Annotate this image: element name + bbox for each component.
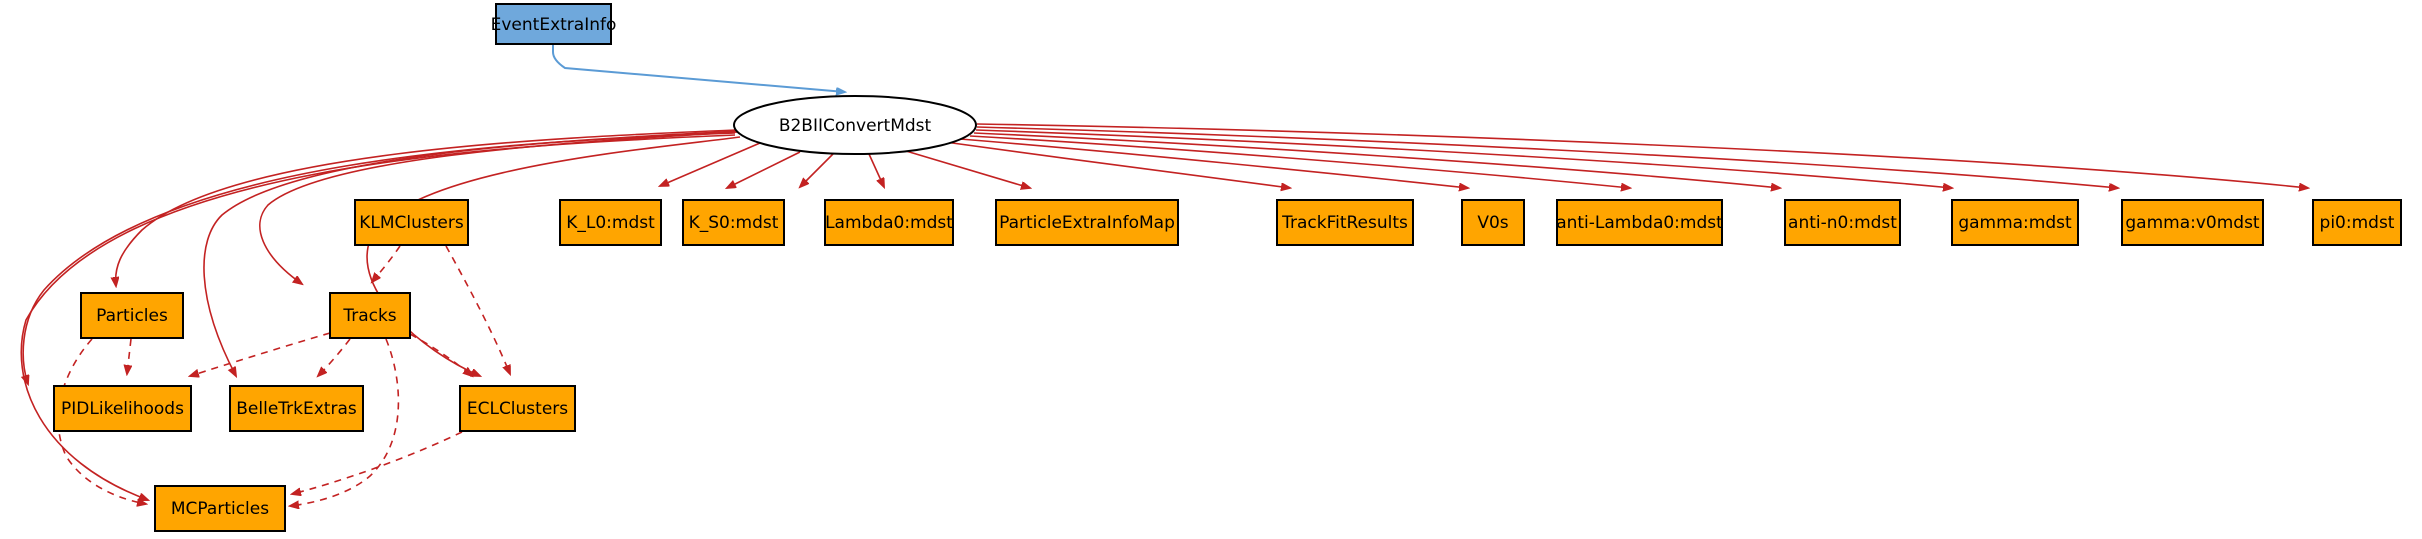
edge-b2bii-to-particles	[116, 129, 737, 286]
node-event-extra-info-box[interactable]	[495, 3, 612, 45]
edges-layer	[20, 45, 2308, 506]
node-tracks-box[interactable]	[329, 292, 411, 339]
edge-b2bii-to-klm-clusters	[660, 142, 761, 186]
node-gamma-v0mdst[interactable]: gamma:v0mdst	[2121, 199, 2264, 246]
node-gamma-mdst-box[interactable]	[1951, 199, 2079, 246]
node-anti-n0-mdst[interactable]: anti-n0:mdst	[1784, 199, 1901, 246]
node-b2bii-convert-mdst[interactable]: B2BIIConvertMdst	[733, 95, 977, 155]
node-pi0-mdst[interactable]: pi0:mdst	[2312, 199, 2402, 246]
node-ecl-clusters-box[interactable]	[459, 385, 576, 432]
node-gamma-v0mdst-box[interactable]	[2121, 199, 2264, 246]
node-anti-lambda0-mdst[interactable]: anti-Lambda0:mdst	[1556, 199, 1723, 246]
node-anti-lambda0-mdst-box[interactable]	[1556, 199, 1723, 246]
node-pid-likelihoods[interactable]: PIDLikelihoods	[53, 385, 192, 432]
node-v0s[interactable]: V0s	[1461, 199, 1525, 246]
edge-tracks-to-belle-trk-extras	[318, 338, 351, 376]
node-event-extra-info[interactable]: EventExtraInfo	[491, 3, 617, 45]
node-tracks[interactable]: Tracks	[329, 292, 411, 339]
edge-b2bii-to-ecl-clusters	[366, 136, 741, 376]
edge-b2bii-to-pid-likelihoods	[23, 132, 736, 384]
edge-klm-clusters-to-tracks	[372, 245, 401, 282]
nodes-layer: EventExtraInfo B2BIIConvertMdst KLMClust…	[53, 3, 2402, 532]
edge-b2bii-to-lambda0-mdst	[868, 153, 884, 187]
edge-b2bii-to-anti-n0-mdst	[973, 132, 1780, 188]
node-mc-particles-box[interactable]	[154, 485, 286, 532]
edge-b2bii-to-particle-extra-info-map	[905, 150, 1030, 188]
node-ecl-clusters[interactable]: ECLClusters	[459, 385, 576, 432]
edge-klm-clusters-to-ecl-clusters	[445, 245, 510, 374]
node-klm-clusters[interactable]: KLMClusters	[354, 199, 469, 246]
node-anti-n0-mdst-box[interactable]	[1784, 199, 1901, 246]
edge-particles-to-mc-particles	[57, 338, 146, 504]
node-k-s0-mdst-box[interactable]	[682, 199, 785, 246]
node-mc-particles[interactable]: MCParticles	[154, 485, 286, 532]
edge-b2bii-to-track-fit-results	[944, 141, 1290, 188]
node-pid-likelihoods-box[interactable]	[53, 385, 192, 432]
edge-b2bii-to-gamma-v0mdst	[976, 126, 2118, 188]
node-pi0-mdst-box[interactable]	[2312, 199, 2402, 246]
edge-tracks-to-ecl-clusters	[409, 333, 472, 376]
node-b2bii-convert-mdst-ellipse[interactable]	[733, 95, 977, 155]
edge-particles-to-pid-likelihoods	[127, 338, 131, 374]
edge-event-extra-info-to-b2bii	[552, 45, 845, 92]
node-v0s-box[interactable]	[1461, 199, 1525, 246]
node-particles[interactable]: Particles	[80, 292, 184, 339]
edge-ecl-clusters-to-mc-particles	[292, 431, 463, 494]
node-belle-trk-extras[interactable]: BelleTrkExtras	[229, 385, 364, 432]
node-particle-extra-info-map-box[interactable]	[995, 199, 1179, 246]
edge-b2bii-to-k-s0-mdst	[800, 153, 834, 187]
edge-tracks-to-mc-particles	[290, 338, 400, 506]
edge-b2bii-to-anti-lambda0-mdst	[969, 135, 1630, 188]
node-belle-trk-extras-box[interactable]	[229, 385, 364, 432]
edge-tracks-to-pid-likelihoods	[190, 332, 331, 376]
edge-b2bii-to-tracks	[259, 131, 739, 284]
node-lambda0-mdst-box[interactable]	[824, 199, 954, 246]
node-k-l0-mdst[interactable]: K_L0:mdst	[559, 199, 662, 246]
node-lambda0-mdst[interactable]: Lambda0:mdst	[824, 199, 954, 246]
edge-b2bii-to-k-l0-mdst	[727, 151, 801, 188]
node-track-fit-results-box[interactable]	[1276, 199, 1414, 246]
node-klm-clusters-box[interactable]	[354, 199, 469, 246]
node-track-fit-results[interactable]: TrackFitResults	[1276, 199, 1414, 246]
node-k-s0-mdst[interactable]: K_S0:mdst	[682, 199, 785, 246]
node-k-l0-mdst-box[interactable]	[559, 199, 662, 246]
edge-b2bii-to-pi0-mdst	[976, 123, 2308, 188]
node-particle-extra-info-map[interactable]: ParticleExtraInfoMap	[995, 199, 1179, 246]
edge-b2bii-to-gamma-mdst	[975, 129, 1952, 188]
node-gamma-mdst[interactable]: gamma:mdst	[1951, 199, 2079, 246]
edge-b2bii-to-belle-trk-extras	[203, 130, 738, 376]
node-particles-box[interactable]	[80, 292, 184, 339]
edge-b2bii-to-v0s	[959, 138, 1468, 188]
